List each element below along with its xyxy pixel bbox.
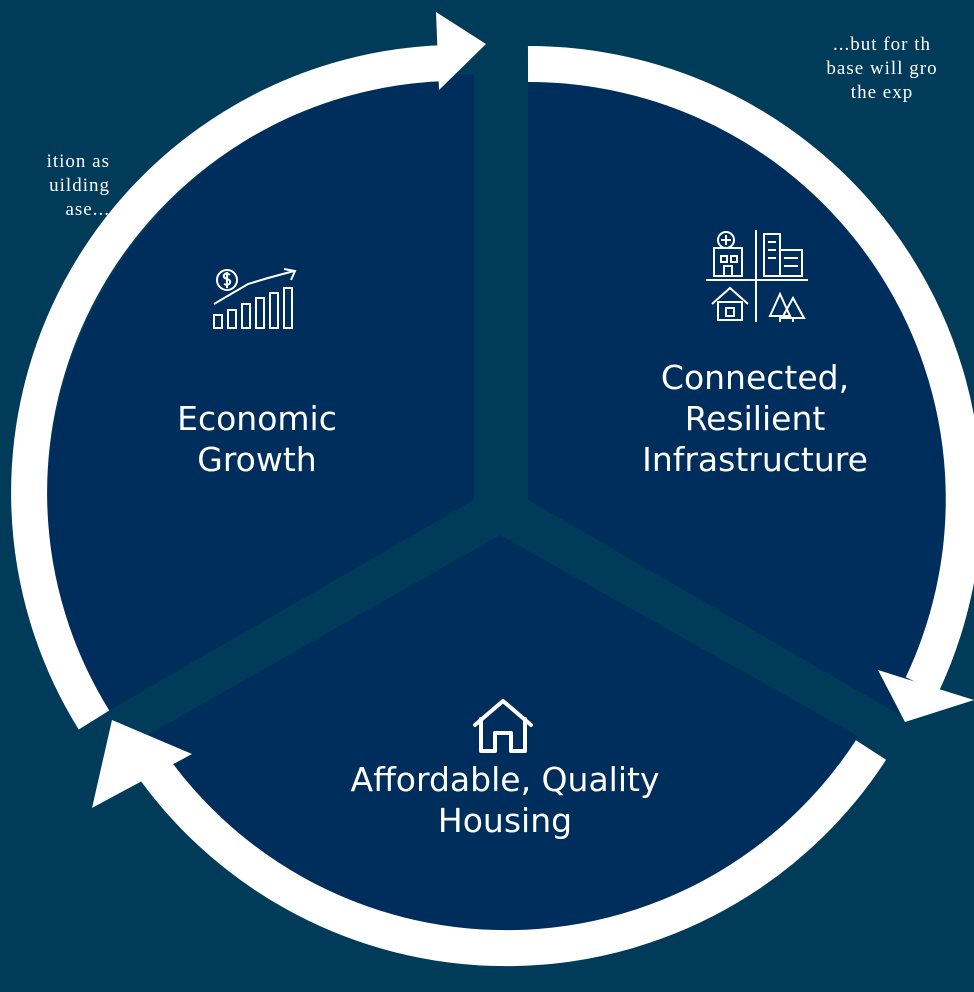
segment-label-economic-growth: Economic Growth: [177, 399, 337, 479]
segment-economic-growth: [46, 74, 475, 714]
arc-arrow-top-left: [11, 45, 448, 730]
right-side-note: ...but for th base will gro the exp: [826, 34, 938, 103]
segment-infrastructure: [528, 74, 955, 714]
segment-label-infrastructure: Connected, Resilient Infrastructure: [642, 358, 868, 479]
segment-label-housing: Affordable, Quality Housing: [350, 760, 660, 840]
house-icon: [473, 699, 533, 753]
arrowhead-right: [878, 670, 974, 722]
growth-chart-dollar-icon: [213, 268, 297, 329]
arc-arrow-bottom: [133, 740, 887, 967]
city-infrastructure-icon: [706, 230, 808, 322]
arc-arrow-right: [527, 45, 974, 693]
arrowhead-bottom-left: [92, 720, 192, 808]
arrowhead-top: [436, 12, 486, 90]
left-side-note: ition as uilding ase...: [46, 151, 110, 220]
